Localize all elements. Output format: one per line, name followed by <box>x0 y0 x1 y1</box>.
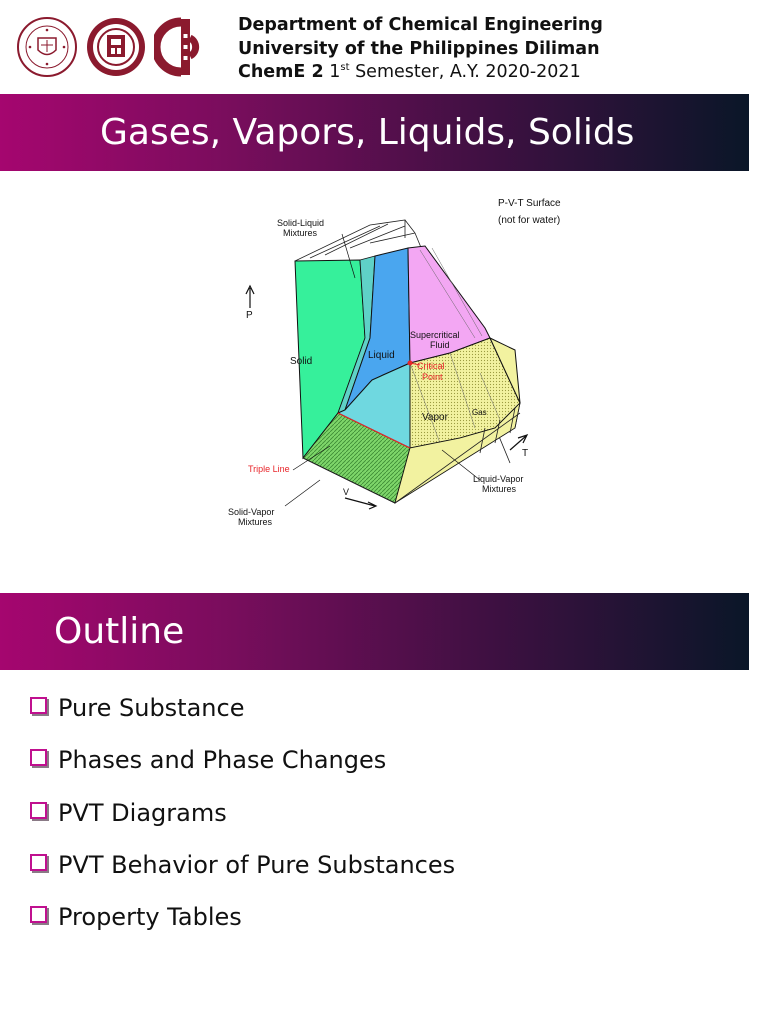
semester-text: Semester, A.Y. 2020-2021 <box>349 62 581 82</box>
label-liquid-vapor-2: Mixtures <box>482 484 517 494</box>
university-name: University of the Philippines Diliman <box>238 38 600 59</box>
label-solid: Solid <box>290 356 312 367</box>
diagram-title-2: (not for water) <box>498 215 560 226</box>
semester-number: 1 <box>329 62 341 82</box>
slide-title-band: Gases, Vapors, Liquids, Solids <box>0 94 749 171</box>
pvt-surface-diagram: P-V-T Surface (not for water) Solid-Liqu… <box>228 198 561 527</box>
label-p-axis: P <box>246 310 253 321</box>
outline-title: Outline <box>54 611 185 652</box>
list-item-label: PVT Behavior of Pure Substances <box>58 850 456 879</box>
label-liquid-vapor-1: Liquid-Vapor <box>473 474 523 484</box>
semester-suffix: st <box>340 62 350 74</box>
checkbox-bullet-icon <box>30 801 47 819</box>
label-solid-liquid-2: Mixtures <box>283 228 318 238</box>
list-item: PVT Diagrams <box>30 793 455 845</box>
header: Department of Chemical Engineering Unive… <box>0 0 768 92</box>
label-supercritical-2: Fluid <box>430 340 450 350</box>
list-item: Pure Substance <box>30 688 455 740</box>
list-item-label: Phases and Phase Changes <box>58 746 387 775</box>
label-critical-1: Critical <box>417 361 445 371</box>
checkbox-bullet-icon <box>30 853 47 871</box>
list-item: Phases and Phase Changes <box>30 740 455 792</box>
course-line: ChemE 2 1st Semester, A.Y. 2020-2021 <box>238 61 603 85</box>
list-item: Property Tables <box>30 897 455 949</box>
list-item-label: PVT Diagrams <box>58 798 227 827</box>
list-item-label: Pure Substance <box>58 694 245 722</box>
outline-title-band: Outline <box>0 593 749 670</box>
slide-title: Gases, Vapors, Liquids, Solids <box>100 112 635 153</box>
checkbox-bullet-icon <box>30 749 47 767</box>
label-solid-vapor-2: Mixtures <box>238 517 273 527</box>
list-item: PVT Behavior of Pure Substances <box>30 845 455 897</box>
header-text: Department of Chemical Engineering Unive… <box>238 14 603 85</box>
label-vapor: Vapor <box>422 412 449 423</box>
list-item-label: Property Tables <box>58 903 242 932</box>
checkbox-bullet-icon <box>30 697 47 714</box>
label-solid-liquid-1: Solid-Liquid <box>277 218 324 228</box>
checkbox-bullet-icon <box>30 906 47 924</box>
diagram-title-1: P-V-T Surface <box>498 198 561 209</box>
cheme-logo-icon <box>154 17 200 77</box>
department-name: Department of Chemical Engineering <box>238 15 603 35</box>
label-v-axis: V <box>343 487 349 497</box>
label-triple-line: Triple Line <box>248 464 290 474</box>
engineering-seal-icon <box>87 18 145 76</box>
course-code: ChemE 2 <box>238 62 324 82</box>
label-t-axis: T <box>522 448 528 459</box>
label-supercritical-1: Supercritical <box>410 330 460 340</box>
label-solid-vapor-1: Solid-Vapor <box>228 507 274 517</box>
label-critical-2: Point <box>422 372 443 382</box>
university-seal-icon <box>17 17 77 77</box>
outline-list: Pure Substance Phases and Phase Changes … <box>30 688 455 949</box>
label-gas: Gas <box>472 408 487 417</box>
label-liquid: Liquid <box>368 350 395 361</box>
